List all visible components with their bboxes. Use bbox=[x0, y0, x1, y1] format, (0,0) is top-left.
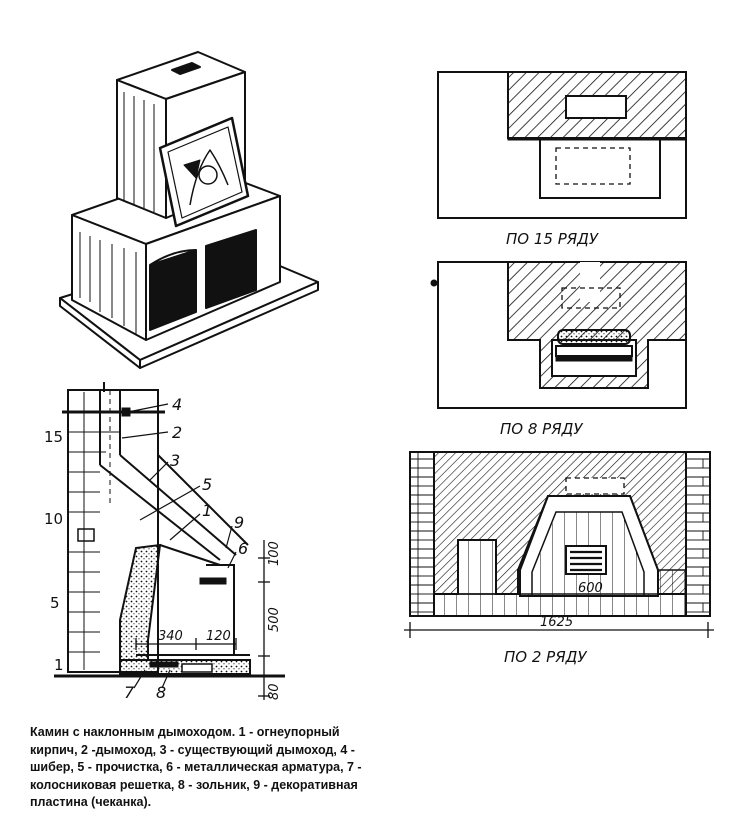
callout-7: 7 bbox=[124, 683, 135, 702]
dim-opening-width: 600 bbox=[578, 581, 603, 596]
callout-3: 3 bbox=[170, 451, 180, 470]
dim-firebox-depth: 340 bbox=[158, 629, 183, 644]
row-number-10: 10 bbox=[44, 510, 63, 528]
firebox-opening-right bbox=[205, 229, 257, 309]
flue-opening bbox=[565, 95, 627, 119]
chimney-shading bbox=[123, 92, 155, 212]
dim-firebox-height: 500 bbox=[267, 607, 282, 632]
dim-top-offset: 100 bbox=[267, 541, 282, 566]
dim-grate-depth: 120 bbox=[206, 629, 231, 644]
plan-row-15 bbox=[437, 71, 687, 219]
chimney-vent bbox=[171, 62, 201, 75]
plan-label-row15: ПО 15 РЯДУ bbox=[506, 230, 599, 248]
section-row-numbers: 15 10 5 1 bbox=[44, 428, 64, 674]
figure-caption: Камин с наклонным дымоходом. 1 - огнеупо… bbox=[30, 725, 362, 809]
callout-1: 1 bbox=[202, 501, 212, 520]
callout-8: 8 bbox=[156, 683, 166, 702]
refractory-lining bbox=[119, 543, 162, 661]
row-number-15: 15 bbox=[44, 428, 63, 446]
front-shading bbox=[79, 232, 137, 334]
row-number-5: 5 bbox=[50, 594, 60, 612]
dim-base-height: 80 bbox=[267, 683, 282, 700]
plan-label-row8: ПО 8 РЯДУ bbox=[500, 420, 583, 438]
callout-6: 6 bbox=[238, 539, 248, 558]
cleanout bbox=[77, 528, 95, 542]
perspective-view bbox=[59, 51, 319, 369]
section-dimensions: 100 500 80 340 120 bbox=[158, 541, 282, 700]
callout-9: 9 bbox=[234, 513, 244, 532]
section-callouts: 4 2 3 5 1 9 6 7 8 bbox=[124, 395, 248, 702]
dim-total-width: 1625 bbox=[540, 615, 573, 630]
plan-label-row2: ПО 2 РЯДУ bbox=[504, 648, 587, 666]
damper-plate bbox=[557, 329, 631, 345]
callout-2: 2 bbox=[172, 423, 182, 442]
firebox-opening bbox=[149, 249, 197, 331]
ash-pit bbox=[181, 663, 213, 673]
base-slab-side bbox=[139, 281, 319, 369]
row-number-1: 1 bbox=[54, 656, 64, 674]
plan-row-8 bbox=[430, 261, 687, 409]
callout-4: 4 bbox=[172, 395, 182, 414]
chimney-wall bbox=[67, 389, 159, 673]
section-view bbox=[54, 382, 285, 700]
grate bbox=[149, 661, 179, 668]
callout-5: 5 bbox=[202, 475, 212, 494]
plan-row-2 bbox=[404, 451, 714, 638]
